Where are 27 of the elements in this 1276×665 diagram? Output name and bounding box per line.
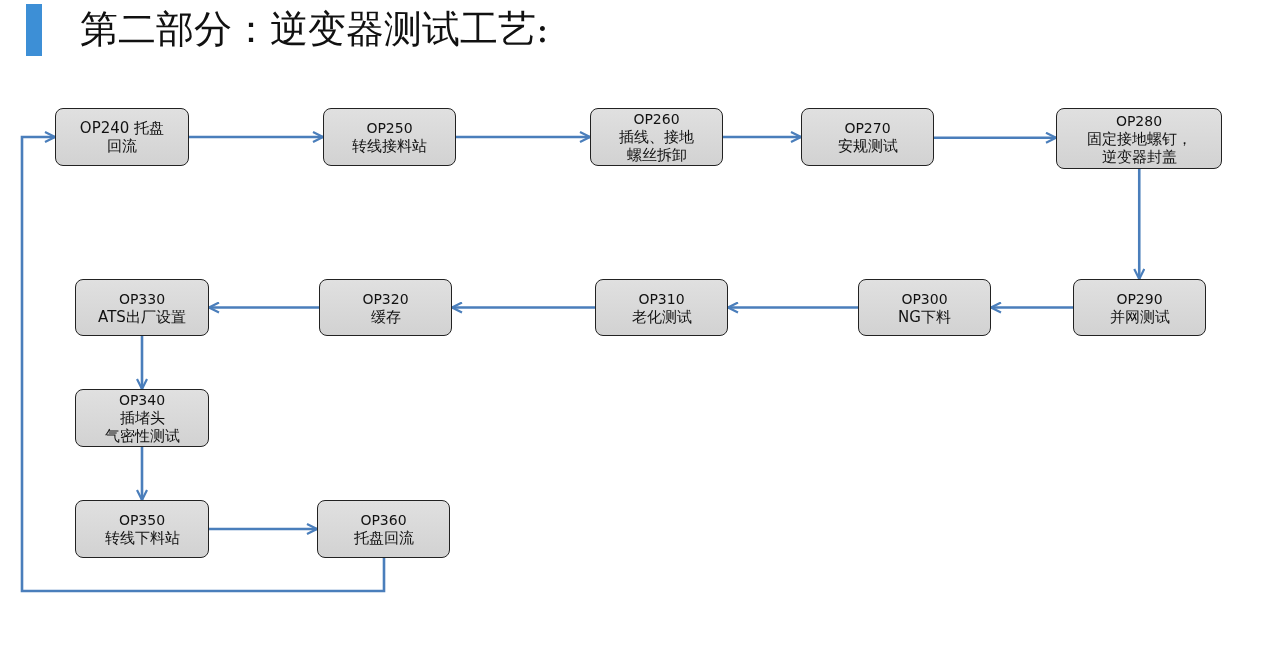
process-box: OP280 固定接地螺钉，逆变器封盖	[1056, 108, 1222, 169]
arrow	[209, 522, 319, 536]
process-box: OP300 NG下料	[858, 279, 991, 336]
arrow	[207, 301, 319, 314]
process-box: OP260 插线、接地螺丝拆卸	[590, 108, 723, 166]
process-box: OP310 老化测试	[595, 279, 728, 336]
process-box: OP240 托盘回流	[55, 108, 189, 166]
process-box: OP330 ATS出厂设置	[75, 279, 209, 336]
process-box: OP250 转线接料站	[323, 108, 456, 166]
title: 第二部分：逆变器测试工艺:	[80, 6, 549, 53]
process-box: OP340 插堵头 气密性测试	[75, 389, 209, 447]
process-box: OP290 并网测试	[1073, 279, 1206, 336]
arrow	[723, 130, 803, 144]
arrow	[1133, 169, 1146, 281]
arrow	[456, 130, 592, 144]
process-box: OP360 托盘回流	[317, 500, 450, 558]
arrow	[135, 336, 149, 391]
process-box: OP350 转线下料站	[75, 500, 209, 558]
arrow	[934, 131, 1058, 144]
arrow	[20, 130, 386, 593]
arrow	[450, 301, 595, 314]
process-box: OP270 安规测试	[801, 108, 934, 166]
process-box: OP320 缓存	[319, 279, 452, 336]
arrow	[989, 301, 1073, 314]
arrow	[135, 447, 149, 502]
arrow	[726, 301, 858, 314]
arrow	[189, 130, 325, 144]
